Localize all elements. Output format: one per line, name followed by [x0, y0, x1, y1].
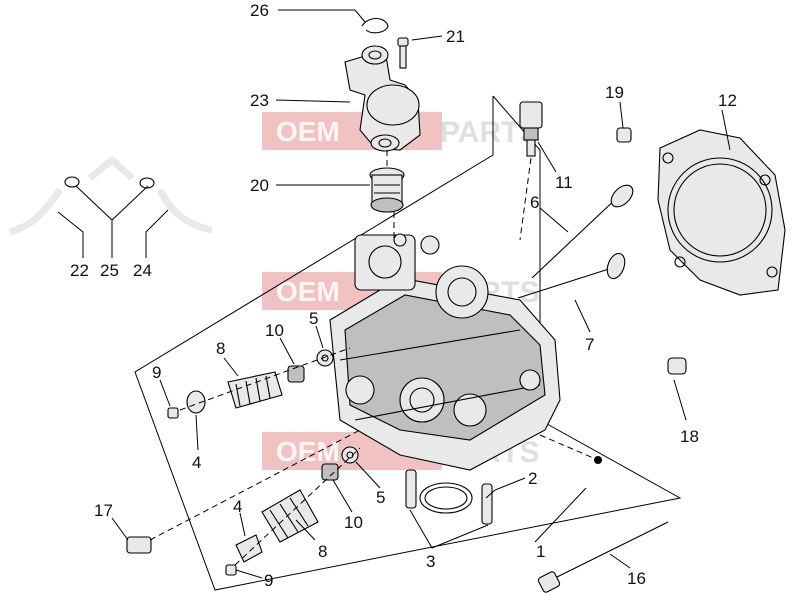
callout-19: 19 [605, 83, 624, 102]
plug-17 [126, 536, 152, 554]
stud-bolt-16 [537, 521, 669, 593]
svg-text:OEM: OEM [276, 116, 340, 147]
callout-8-lower: 8 [318, 542, 327, 561]
callout-4-lower: 4 [233, 497, 242, 516]
thermostat-housing [344, 45, 421, 152]
callout-20: 20 [250, 176, 269, 195]
thermostat [369, 167, 405, 213]
callout-23: 23 [250, 91, 269, 110]
lower-valve-train [225, 446, 359, 576]
callout-16: 16 [627, 569, 646, 588]
callout-8-upper: 8 [216, 339, 225, 358]
assembly-outline [134, 95, 682, 591]
svg-text:OEM: OEM [276, 276, 340, 307]
callout-labels: 26 21 23 20 19 12 11 6 7 22 25 24 10 5 8… [70, 1, 737, 590]
callout-24: 24 [133, 261, 152, 280]
callout-7: 7 [585, 335, 594, 354]
o-ring-2 [419, 482, 473, 514]
screw-21 [397, 37, 409, 69]
callout-6: 6 [530, 193, 539, 212]
upper-valve-train [167, 349, 334, 419]
callout-9-lower: 9 [264, 571, 273, 590]
callout-4-upper: 4 [192, 453, 201, 472]
callout-11: 11 [555, 173, 573, 192]
coolant-hoses [8, 155, 213, 236]
dowel-pin-18 [667, 357, 687, 375]
dowel-pin-19 [616, 127, 632, 143]
valve-exhaust [531, 184, 634, 279]
callout-2: 2 [528, 469, 537, 488]
head-gasket [657, 129, 786, 296]
svg-text:OEM: OEM [276, 436, 340, 467]
callout-5-lower: 5 [376, 488, 385, 507]
callout-5-upper: 5 [309, 309, 318, 328]
callout-25: 25 [100, 261, 119, 280]
callout-12: 12 [718, 91, 737, 110]
cylinder-head [329, 233, 561, 471]
snap-ring [361, 17, 389, 34]
callout-18: 18 [680, 427, 699, 446]
callout-3: 3 [426, 552, 435, 571]
callout-10-lower: 10 [344, 513, 363, 532]
callout-17: 17 [94, 501, 113, 520]
valve-intake [517, 252, 626, 299]
callout-22: 22 [70, 261, 89, 280]
leader-lines [57, 9, 731, 579]
temperature-sensor [519, 101, 543, 157]
callout-21: 21 [446, 27, 465, 46]
callout-9-upper: 9 [152, 363, 161, 382]
callout-26: 26 [250, 1, 269, 20]
callout-10-upper: 10 [265, 321, 284, 340]
locator-dot [594, 456, 602, 464]
callout-1: 1 [536, 542, 545, 561]
dowel-pins-3 [405, 469, 493, 525]
